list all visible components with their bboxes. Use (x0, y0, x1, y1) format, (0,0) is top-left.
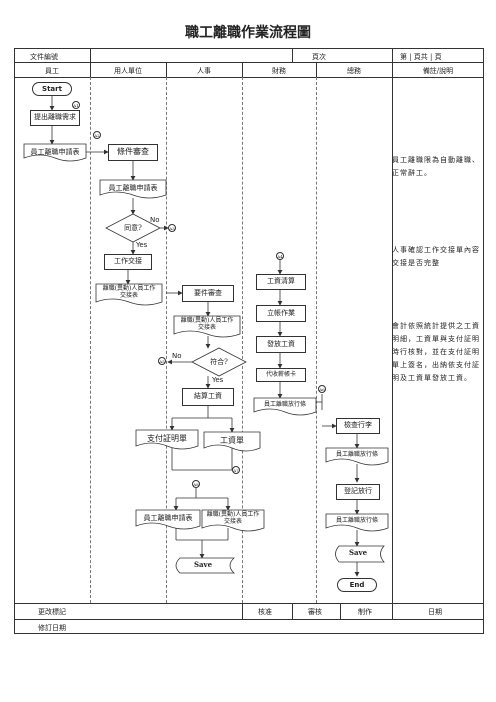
handover-list-doc-2: 離職(異動)人員工作交接表 (173, 315, 241, 338)
release-slip-label-1: 員工離職放行條 (263, 401, 306, 408)
pay-certificate-label: 支付証明單 (147, 434, 187, 443)
footer-divider (14, 603, 484, 604)
start-terminator: Start (32, 82, 72, 96)
save-storage-1: Save (172, 557, 236, 574)
connector-a2: A2 (93, 131, 101, 139)
register-release-box: 登記放行 (336, 484, 380, 500)
header-divider (14, 62, 484, 63)
employee-form-label: 員工離職申請表 (30, 148, 80, 156)
end-terminator: End (337, 578, 377, 592)
header-divider-v (90, 48, 91, 62)
column-divider (166, 62, 167, 77)
column-header-employee: 員工 (45, 67, 59, 75)
handover-list-label: 離職(異動)人員工作交接表 (102, 285, 156, 299)
employee-form-label-3: 員工離職申請表 (143, 514, 193, 522)
handover-box: 工作交接 (104, 254, 152, 270)
connector-a3: A3 (168, 224, 176, 232)
connector-a8: A8 (192, 480, 200, 488)
pay-certificate-doc: 支付証明單 (135, 429, 199, 450)
prepare-label: 制作 (358, 608, 372, 616)
column-header-notes: 備註/說明 (422, 67, 454, 75)
agree-label: 同意? (124, 224, 142, 232)
employee-form-doc: 員工離職申請表 (23, 143, 87, 162)
lane-divider (90, 77, 91, 603)
page-label: 頁次 (312, 53, 326, 61)
handover-list-label-3: 離職(異動)人員工作交接表 (206, 511, 260, 525)
footer-divider-v (242, 603, 243, 619)
employee-form-label-2: 員工離職申請表 (108, 184, 158, 192)
bank-card-box: 代收薪帳卡 (256, 368, 306, 382)
lane-divider (316, 77, 317, 603)
connector-a6: A6 (318, 385, 326, 393)
wage-slip-doc: 工資單 (203, 431, 261, 452)
salary-calc-box: 工資清算 (256, 274, 306, 290)
wage-slip-label: 工資單 (220, 436, 244, 445)
date-label: 日期 (428, 608, 442, 616)
inspect-luggage-box: 檢查行李 (336, 418, 380, 434)
footer-divider-v (340, 603, 341, 619)
employee-form-doc-3: 員工離職申請表 (135, 509, 201, 530)
compliant-yes-label: Yes (212, 376, 224, 384)
pay-wage-box: 發放工資 (256, 336, 306, 353)
connector-a1: A1 (72, 101, 80, 109)
column-divider (242, 62, 243, 77)
settle-wage-box: 結算工資 (182, 388, 234, 406)
review-label: 審核 (308, 608, 322, 616)
header-divider-v (392, 48, 393, 62)
column-header-finance: 財務 (272, 67, 286, 75)
footer-divider (14, 619, 484, 620)
account-op-box: 立帳作業 (256, 305, 306, 322)
handover-list-label-2: 離職(異動)人員工作交接表 (180, 317, 234, 331)
note-1: 員工離職限為自動離職、正常辭工。 (392, 156, 480, 177)
agree-no-label: No (150, 216, 160, 224)
review-terms-box: 條件審查 (108, 144, 158, 161)
column-divider (90, 62, 91, 77)
submit-request-box: 提出離職需求 (30, 110, 80, 126)
agree-decision: 同意? (105, 213, 161, 243)
agree-yes-label: Yes (136, 241, 148, 249)
column-header-general-affairs: 總務 (347, 67, 361, 75)
release-slip-doc-3: 員工離職放行條 (325, 513, 389, 532)
footer-divider-v (392, 603, 393, 619)
header-divider (14, 77, 484, 78)
column-divider (316, 62, 317, 77)
approve-label: 核准 (258, 608, 272, 616)
release-slip-label-2: 員工離職放行條 (335, 451, 378, 458)
save-label-2: Save (348, 548, 368, 557)
note-3: 會計依照統計提供之工資明細，工資單與支付証明時行核對，並在支付証明單上簽名，出納… (392, 322, 480, 382)
save-storage-2: Save (332, 545, 385, 563)
column-header-department: 用人單位 (114, 67, 142, 75)
release-slip-label-3: 員工離職放行條 (335, 517, 378, 524)
lane-divider (242, 77, 243, 603)
connector-a5: A5 (158, 357, 166, 365)
compliant-label: 符合? (210, 358, 228, 366)
handover-list-doc-3: 離職(異動)人員工作交接表 (201, 509, 265, 532)
doc-id-label: 文件編號 (30, 53, 58, 61)
column-header-hr: 人事 (197, 67, 211, 75)
save-label-1: Save (193, 560, 213, 569)
handover-list-doc: 離職(異動)人員工作交接表 (95, 283, 163, 306)
notes-divider (392, 62, 393, 603)
header-divider-v (292, 48, 293, 62)
revision-date-label: 修訂日期 (38, 624, 66, 632)
release-slip-doc-2: 員工離職放行條 (325, 447, 389, 466)
change-mark-label: 更改標記 (38, 608, 66, 616)
connector-a7: A7 (232, 466, 240, 474)
page-title: 職工離職作業流程圖 (185, 25, 311, 41)
flowchart-form (14, 48, 484, 634)
lane-divider (166, 77, 167, 603)
note-2: 人事確認工作交接單內容交接是否完整 (392, 246, 480, 267)
employee-form-doc-2: 員工離職申請表 (99, 179, 167, 199)
doc-review-box: 要件審查 (182, 285, 234, 302)
page-info: 第 | 頁共 | 頁 (400, 53, 442, 61)
compliant-decision: 符合? (191, 347, 247, 377)
compliant-no-label: No (172, 352, 182, 360)
connector-a4: A4 (276, 252, 284, 260)
footer-divider-v (292, 603, 293, 619)
release-slip-doc-1: 員工離職放行條 (253, 397, 317, 416)
